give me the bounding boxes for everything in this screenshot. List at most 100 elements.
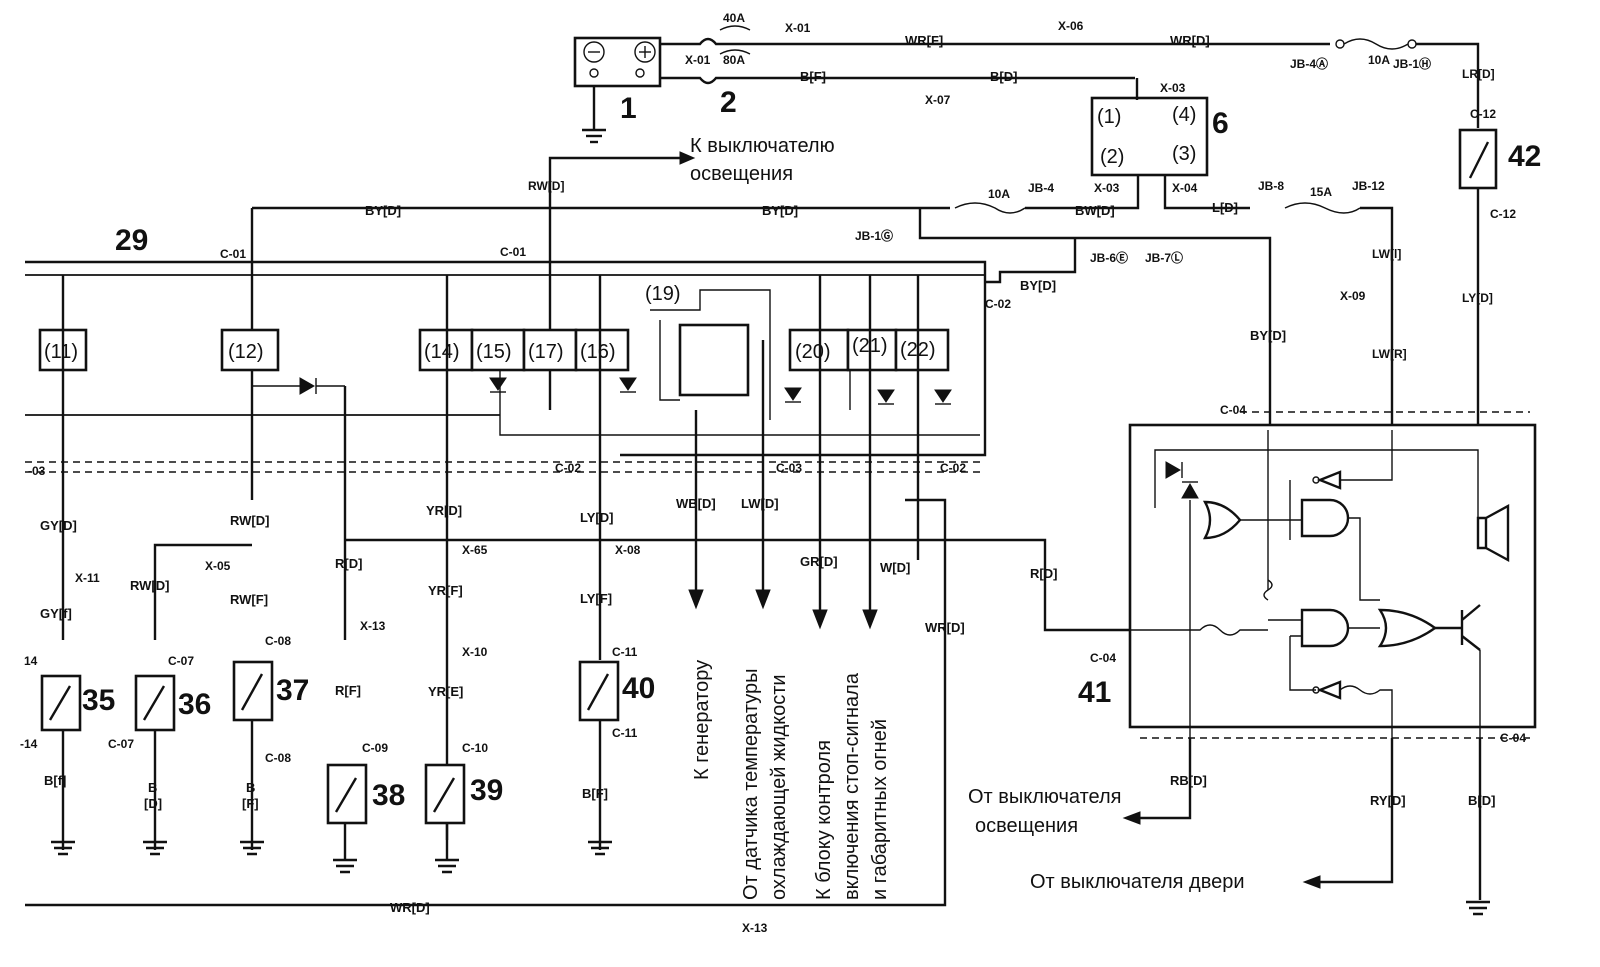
- module-16: (16): [580, 341, 616, 363]
- switch-36-number: 36: [178, 688, 211, 721]
- switch-35-number: 35: [82, 684, 115, 717]
- conn-c11b: C-11: [612, 726, 638, 740]
- module-17: (17): [528, 341, 564, 363]
- conn-c12b: C-12: [1490, 207, 1516, 221]
- conn-c08b: C-08: [265, 751, 291, 765]
- switch-pos-1: (1): [1097, 106, 1121, 128]
- switch-37-number: 37: [276, 674, 309, 707]
- wire-lw-r: LW[R]: [1372, 347, 1407, 361]
- wire-lw-l: LW[l]: [1372, 247, 1401, 261]
- wire-lr-d: LR[D]: [1462, 67, 1495, 81]
- module-11: (11): [44, 341, 78, 363]
- conn-x03: X-03: [1160, 81, 1186, 95]
- wire-wr-d-mid: WR[D]: [925, 620, 965, 635]
- wire-wr-d-bot: WR[D]: [390, 900, 430, 915]
- conn-jb1h: JB-1Ⓗ: [1393, 56, 1431, 71]
- fuse-80a: 80A: [723, 53, 745, 67]
- conn-c04c: C-04: [1500, 731, 1526, 745]
- note-from-light-2: освещения: [975, 815, 1078, 837]
- wire-ly-f: LY[F]: [580, 591, 612, 606]
- conn-jb4: JB-4: [1028, 181, 1054, 195]
- wire-yr-d: YR[D]: [426, 503, 462, 518]
- conn-x08: X-08: [615, 543, 641, 557]
- switch-pos-3: (3): [1172, 143, 1196, 165]
- conn-jb12: JB-12: [1352, 179, 1385, 193]
- wire-rw-f: RW[F]: [230, 592, 268, 607]
- wire-ly-d: LY[D]: [1462, 291, 1493, 305]
- conn-c07a: C-07: [168, 654, 194, 668]
- conn-x01a: X-01: [685, 53, 711, 67]
- wire-b-f1: B[f]: [44, 773, 66, 788]
- conn-c07b: C-07: [108, 737, 134, 751]
- fuse-box-number: 2: [720, 86, 737, 119]
- wire-bw-d: BW[D]: [1075, 203, 1115, 218]
- conn-x06: X-06: [1058, 19, 1084, 33]
- conn-c09: C-09: [362, 741, 388, 755]
- conn-jb1g: JB-1Ⓖ: [855, 228, 893, 243]
- conn-c04a: C-04: [1220, 403, 1246, 417]
- pin-14a: 14: [24, 654, 38, 668]
- conn-c01a: C-01: [220, 247, 246, 261]
- cluster-wires: [25, 275, 1130, 907]
- conn-x01b: X-01: [785, 21, 811, 35]
- switch-38-number: 38: [372, 779, 405, 812]
- wire-lw-d: LW[D]: [741, 496, 779, 511]
- ignition-switch-number: 6: [1212, 107, 1229, 140]
- cluster-frame: [25, 208, 987, 500]
- conn-c03a: -03: [28, 464, 46, 478]
- conn-c03b: C-03: [776, 461, 802, 475]
- conn-x03b: X-03: [1094, 181, 1120, 195]
- module-19: (19): [645, 283, 681, 305]
- switch-42-number: 42: [1508, 140, 1541, 173]
- alarm-unit-number: 41: [1078, 676, 1111, 709]
- wire-yr-f: YR[F]: [428, 583, 463, 598]
- note-brake-1: К блоку контроля: [813, 740, 835, 900]
- note-brake-2: включения стоп-сигнала: [841, 672, 863, 900]
- wire-b-f: B[F]: [800, 69, 826, 84]
- conn-x11: X-11: [75, 571, 100, 585]
- wire-bf2: [F]: [242, 796, 259, 811]
- wire-w-d: W[D]: [880, 560, 910, 575]
- conn-c11a: C-11: [612, 645, 638, 659]
- wire-by-d3: BY[D]: [1020, 278, 1056, 293]
- conn-c04b: C-04: [1090, 651, 1116, 665]
- battery: [573, 36, 662, 144]
- switch-39-number: 39: [470, 774, 503, 807]
- fuse-10a-mid: 10A: [988, 187, 1010, 201]
- switch-40: [578, 660, 620, 850]
- ground-icons: [51, 840, 1490, 916]
- fuse-10a-top: 10A: [1368, 53, 1390, 67]
- wire-wr-f: WR[F]: [905, 33, 943, 48]
- wire-gr-d: GR[D]: [800, 554, 838, 569]
- wire-gy-d: GY[D]: [40, 518, 77, 533]
- wire-r-d: R[D]: [335, 556, 362, 571]
- conn-c12a: C-12: [1470, 107, 1496, 121]
- wire-yr-e: YR[E]: [428, 684, 463, 699]
- conn-c02c: C-02: [940, 461, 966, 475]
- note-from-light-1: От выключателя: [968, 786, 1121, 808]
- wire-l-d: L[D]: [1212, 200, 1238, 215]
- conn-x07: X-07: [925, 93, 951, 107]
- conn-jb7: JB-7Ⓛ: [1145, 250, 1183, 265]
- wire-ry-d: RY[D]: [1370, 793, 1406, 808]
- wire-by-d1: BY[D]: [365, 203, 401, 218]
- wire-gy-f: GY[f]: [40, 606, 72, 621]
- note-to-generator: К генератору: [691, 660, 713, 780]
- conn-c02a: C-02: [985, 297, 1011, 311]
- wire-wr-d-top: WR[D]: [1170, 33, 1210, 48]
- switch-42: [1458, 128, 1498, 430]
- fuse-15a: 15A: [1310, 185, 1332, 199]
- wire-bd1: [D]: [144, 796, 162, 811]
- switch-39: [424, 763, 466, 860]
- wire-by-d4: BY[D]: [1250, 328, 1286, 343]
- conn-x04: X-04: [1172, 181, 1198, 195]
- conn-jb4a: JB-4Ⓐ: [1290, 56, 1328, 71]
- battery-number: 1: [620, 92, 637, 125]
- wire-wb-d: WB[D]: [676, 496, 716, 511]
- conn-jb6: JB-6Ⓔ: [1090, 250, 1128, 265]
- switch-pos-4: (4): [1172, 104, 1196, 126]
- conn-c08a: C-08: [265, 634, 291, 648]
- wire-b-f3: B[F]: [582, 786, 608, 801]
- wire-r-d2: R[D]: [1030, 566, 1057, 581]
